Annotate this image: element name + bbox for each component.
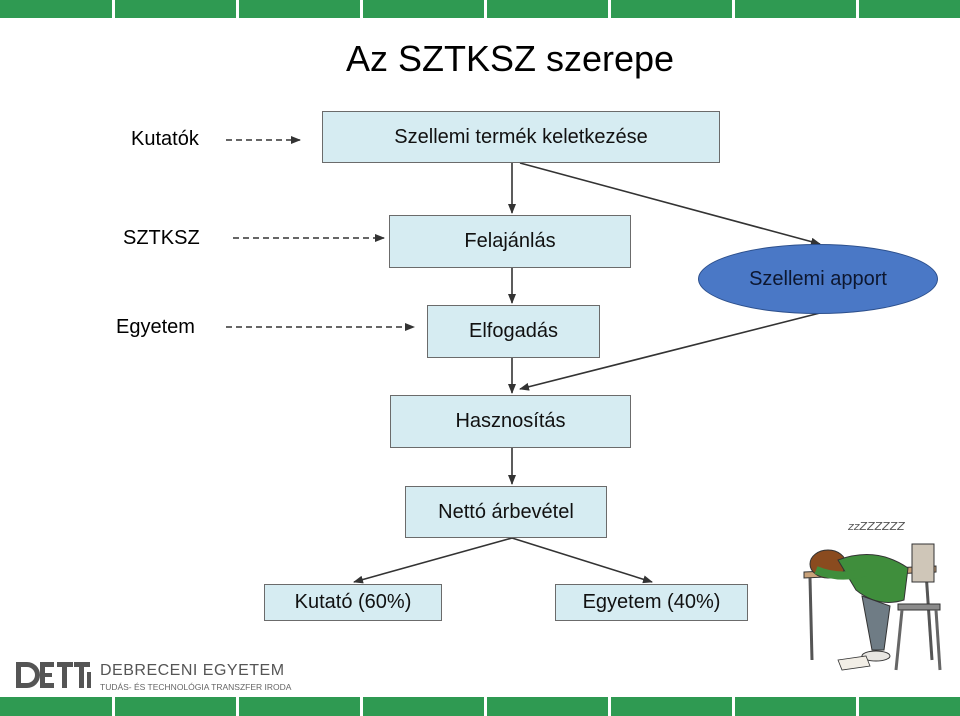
arrow-netto-kutato (353, 537, 513, 584)
box-elfogadas: Elfogadás (427, 305, 600, 358)
box-netto-arbevetel: Nettó árbevétel (405, 486, 607, 538)
label-egyetem: Egyetem (116, 316, 195, 338)
slide-title: Az SZTKSZ szerepe (345, 38, 675, 79)
zzz-text: zzZZZZZZ (847, 520, 905, 533)
dett-logo-icon (16, 662, 91, 688)
box-szellemi-termek: Szellemi termék keletkezése (322, 111, 720, 163)
box-hasznositas: Hasznosítás (390, 395, 631, 448)
box-kutato-share: Kutató (60%) (264, 584, 442, 621)
label-sztksz: SZTKSZ (123, 227, 200, 249)
arrow-apport-hasznositas (519, 312, 821, 391)
ellipse-szellemi-apport: Szellemi apport (698, 244, 938, 314)
arrow-termek-apport (519, 162, 821, 246)
bottom-decor-bar (0, 697, 960, 716)
sleeping-student-illustration: zzZZZZZZ (803, 520, 942, 671)
label-kutatok: Kutatók (131, 128, 199, 150)
top-decor-bar (0, 0, 960, 18)
arrow-netto-egyetem (511, 537, 653, 584)
logo-subtitle: TUDÁS- ÉS TECHNOLÓGIA TRANSZFER IRODA (100, 682, 292, 692)
box-felajanlas: Felajánlás (389, 215, 631, 268)
box-egyetem-share: Egyetem (40%) (555, 584, 748, 621)
logo-university-name: DEBRECENI EGYETEM (100, 662, 285, 679)
